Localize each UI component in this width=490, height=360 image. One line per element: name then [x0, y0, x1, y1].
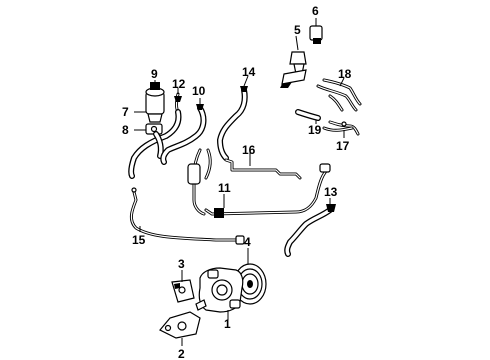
part-5-control-valve	[280, 35, 307, 88]
part-14-hose	[217, 86, 248, 161]
callout-17: 17	[336, 139, 350, 153]
part-17-hose-set	[322, 120, 360, 136]
reservoir-return-hoses	[128, 109, 182, 179]
part-9-reservoir	[145, 82, 165, 123]
part-15-line	[129, 187, 245, 245]
part-4-pulley	[233, 263, 267, 305]
leader-lines	[134, 75, 345, 346]
callout-4: 4	[244, 235, 251, 249]
callout-10: 10	[192, 84, 206, 98]
callout-9: 9	[151, 67, 158, 81]
part-18-hose-set	[316, 78, 362, 112]
callout-3: 3	[178, 257, 185, 271]
callout-7: 7	[122, 105, 129, 119]
part-6-pressure-switch	[309, 18, 323, 44]
part-1-pump	[195, 267, 244, 313]
part-10-hose	[160, 104, 207, 165]
callout-labels: 1 2 3 4 5 6 7 8 9 10 11 12 13 14 15 16 1…	[122, 4, 352, 360]
callout-14: 14	[242, 65, 256, 79]
callout-8: 8	[122, 123, 129, 137]
part-19-hose	[295, 109, 321, 121]
callout-18: 18	[338, 67, 352, 81]
callout-2: 2	[178, 347, 185, 360]
callout-6: 6	[312, 4, 319, 18]
callout-15: 15	[132, 233, 146, 247]
callout-16: 16	[242, 143, 256, 157]
part-16-cooler-line	[224, 158, 302, 180]
callout-12: 12	[172, 77, 186, 91]
part-2-mount-bracket	[159, 311, 201, 339]
callout-1: 1	[224, 317, 231, 331]
part-3-bracket	[171, 279, 195, 303]
callout-5: 5	[294, 23, 301, 37]
part-11-return-line	[204, 163, 331, 218]
callout-11: 11	[218, 181, 231, 195]
pressure-line-vertical	[187, 148, 212, 216]
part-13-hose	[284, 204, 336, 257]
callout-13: 13	[324, 185, 338, 199]
callout-19: 19	[308, 123, 322, 137]
